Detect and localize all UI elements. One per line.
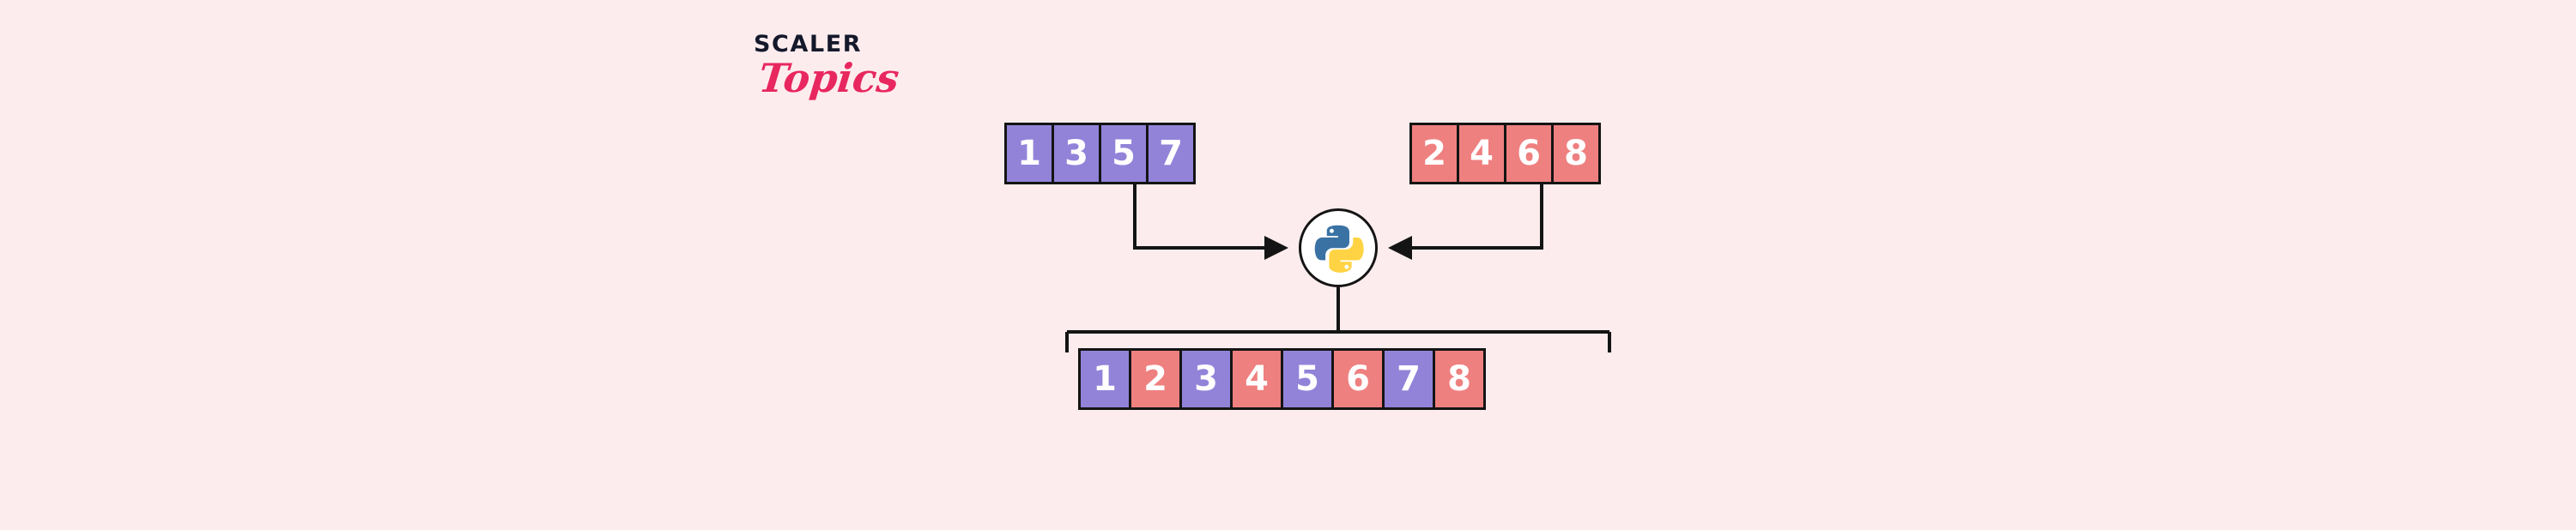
arrow-right-input-to-python bbox=[1388, 183, 1543, 260]
array-cell: 7 bbox=[1146, 123, 1196, 184]
array-cell: 8 bbox=[1551, 123, 1601, 184]
array-cell: 3 bbox=[1052, 123, 1101, 184]
python-processor-node bbox=[1299, 208, 1378, 287]
array-cell: 2 bbox=[1129, 348, 1182, 410]
arrow-left-input-to-python bbox=[1133, 183, 1288, 260]
first-sorted-array: 1 3 5 7 bbox=[1004, 123, 1196, 184]
bracket-python-to-output bbox=[1065, 287, 1611, 352]
array-cell: 1 bbox=[1004, 123, 1054, 184]
array-cell: 5 bbox=[1099, 123, 1149, 184]
array-cell: 8 bbox=[1433, 348, 1486, 410]
second-sorted-array: 2 4 6 8 bbox=[1409, 123, 1601, 184]
array-cell: 1 bbox=[1078, 348, 1131, 410]
scaler-topics-logo: SCALER Topics bbox=[754, 33, 917, 123]
python-icon bbox=[1312, 221, 1365, 274]
logo-scaler-text: SCALER bbox=[754, 31, 863, 57]
array-cell: 2 bbox=[1409, 123, 1459, 184]
array-cell: 3 bbox=[1179, 348, 1233, 410]
array-cell: 4 bbox=[1230, 348, 1283, 410]
array-cell: 6 bbox=[1331, 348, 1385, 410]
array-cell: 5 bbox=[1281, 348, 1334, 410]
array-cell: 4 bbox=[1457, 123, 1506, 184]
logo-topics-text: Topics bbox=[756, 55, 902, 101]
array-cell: 7 bbox=[1382, 348, 1435, 410]
array-cell: 6 bbox=[1504, 123, 1554, 184]
merged-sorted-array: 1 2 3 4 5 6 7 8 bbox=[1078, 348, 1486, 410]
